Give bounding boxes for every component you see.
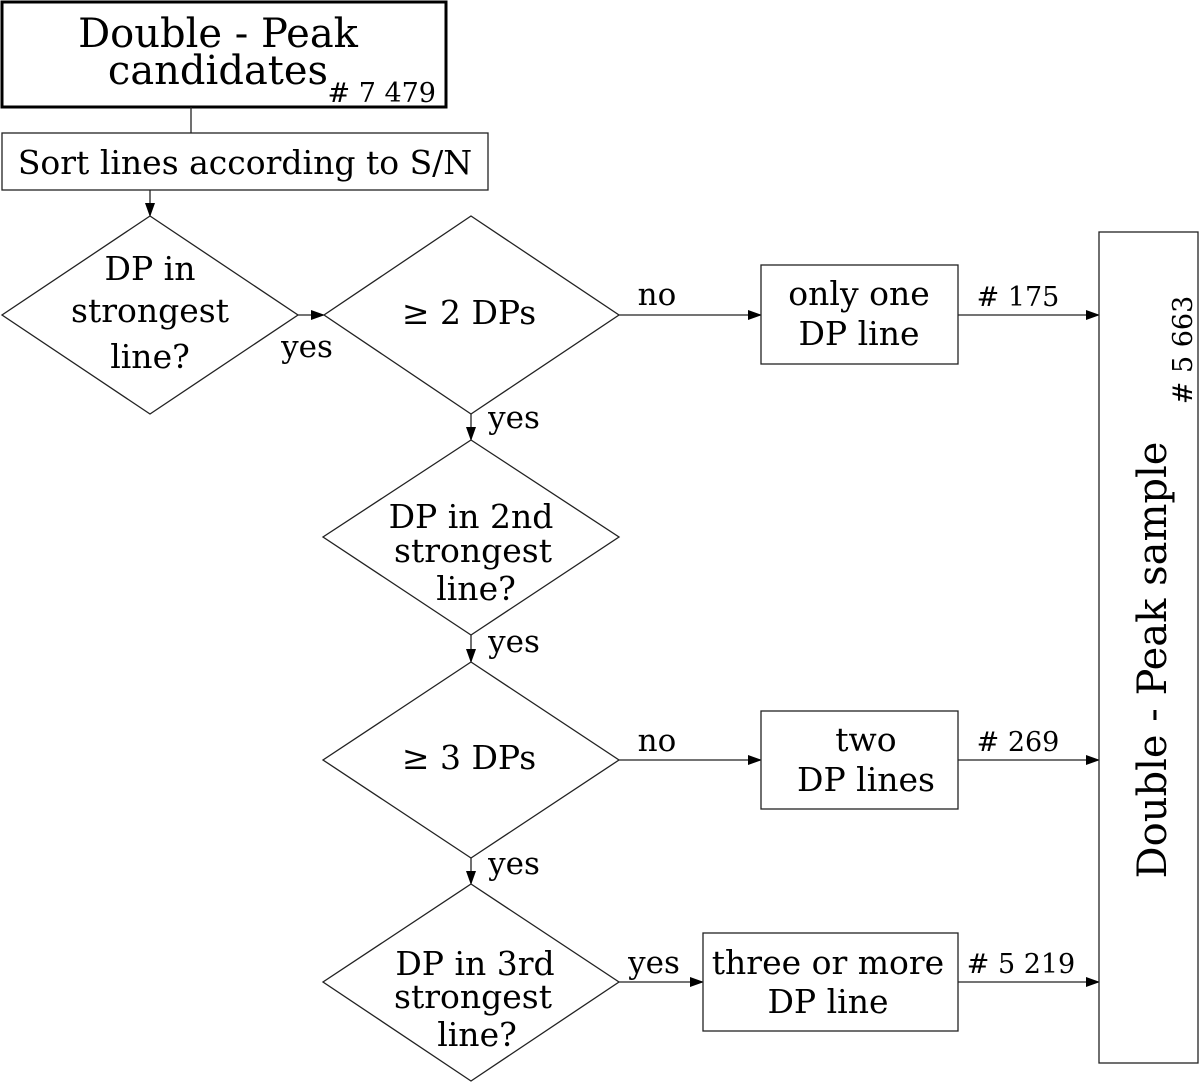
decision-dp-strongest: DP in strongest line? [0,215,300,415]
decision-text: strongest [394,977,552,1016]
box-text: three or more [712,943,944,982]
candidates-title-line1: Double - Peak [78,11,359,57]
decision-dp-2nd: DP in 2nd strongest line? [321,439,621,636]
decision-ge2: ≥ 2 DPs [322,215,621,415]
edge-label-no: no [638,277,677,313]
edge-label-yes: yes [487,400,540,436]
decision-text: DP in 3rd [395,944,554,983]
candidates-title-line2: candidates [108,48,328,94]
decision-text: DP in 2nd [389,497,554,536]
decision-text: line? [437,1015,517,1054]
three-more-box: three or more DP line [702,932,959,1032]
decision-text: strongest [394,531,552,570]
decision-text: DP in [105,249,196,288]
edge-label-no: no [638,723,677,759]
sort-label: Sort lines according to S/N [18,143,472,182]
decision-dp-3rd: DP in 3rd strongest line? [321,883,621,1082]
decision-text: strongest [71,291,229,330]
decision-text: line? [436,569,516,608]
box-text: DP line [767,982,888,1021]
box-text: two [835,720,896,759]
edge-label-yes: yes [487,846,540,882]
count-269: # 269 [977,727,1060,758]
decision-text: ≥ 2 DPs [402,293,536,332]
box-text: DP lines [797,760,935,799]
candidates-count: # 7 479 [327,78,436,109]
edge-label-yes: yes [280,329,333,365]
sort-box: Sort lines according to S/N [1,132,489,191]
candidates-box: Double - Peak candidates # 7 479 [0,0,448,109]
box-text: DP line [798,314,919,353]
box-text: only one [788,274,929,313]
decision-ge3: ≥ 3 DPs [321,661,621,859]
count-175: # 175 [977,282,1060,313]
decision-text: line? [110,337,190,376]
edge-label-yes: yes [627,945,680,981]
edge-label-yes: yes [487,624,540,660]
two-box: two DP lines [760,710,959,810]
sample-box: Double - Peak sample # 5 663 [1098,231,1199,1064]
sample-label: Double - Peak sample [1130,442,1176,879]
decision-text: ≥ 3 DPs [402,738,536,777]
sample-count: # 5 663 [1168,296,1199,405]
only-one-box: only one DP line [760,264,959,365]
count-5219: # 5 219 [967,949,1076,980]
